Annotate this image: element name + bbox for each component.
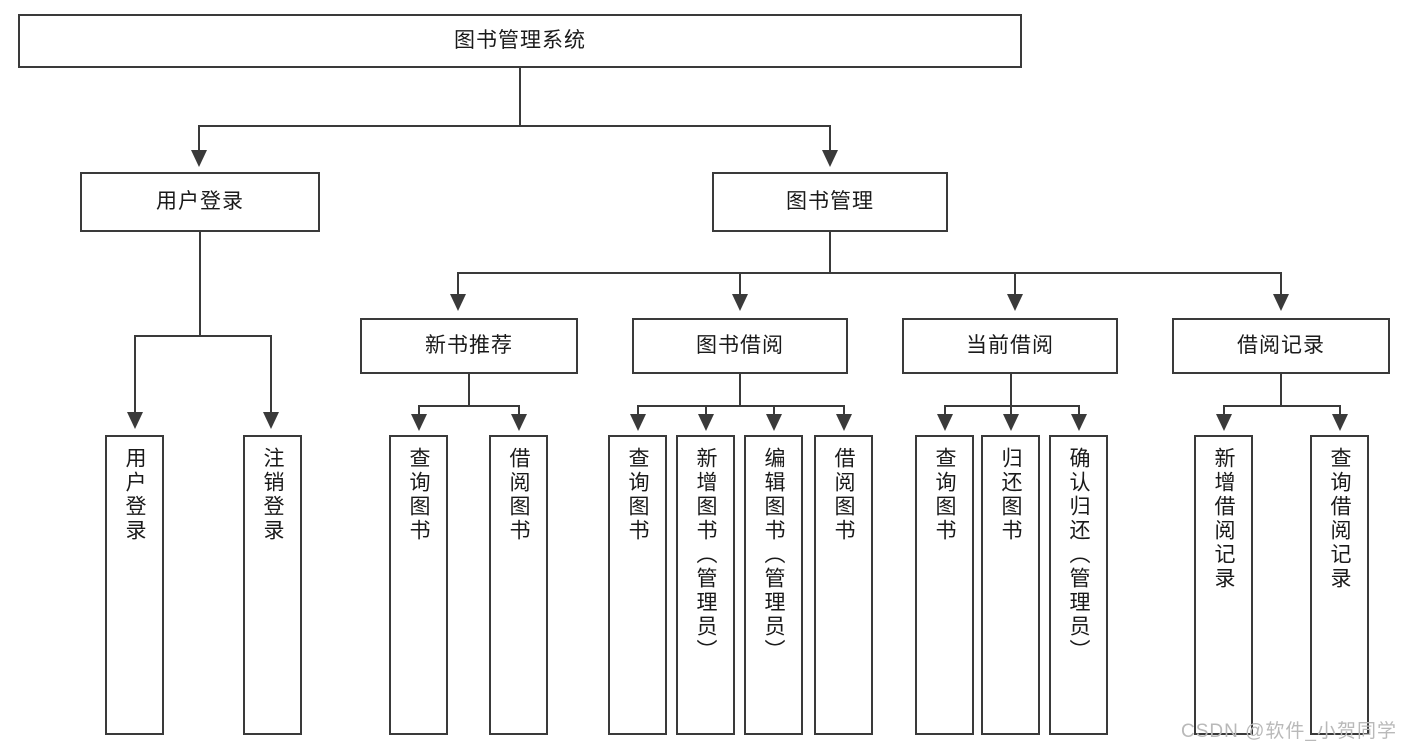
leaf-add-borrow-record[interactable]: 新增借阅记录 xyxy=(1194,435,1253,735)
arrow-to-user-login xyxy=(191,150,207,167)
node-label: 注销登录 xyxy=(261,447,284,543)
node-label: 归还图书 xyxy=(999,447,1022,543)
connector-new-book-drop-1 xyxy=(418,405,420,417)
connector-level3-drop-1 xyxy=(457,272,459,296)
connector-current-borrow-drop-1 xyxy=(944,405,946,417)
connector-borrow-record-bar xyxy=(1223,405,1341,407)
node-label: 新书推荐 xyxy=(425,333,513,357)
arrow-to-leaf-confirm-return xyxy=(1071,414,1087,431)
connector-new-book-bar xyxy=(418,405,520,407)
node-label: 当前借阅 xyxy=(966,333,1054,357)
node-label: 图书借阅 xyxy=(696,333,784,357)
arrow-to-book-borrow xyxy=(732,294,748,311)
connector-current-borrow-stem xyxy=(1010,374,1012,406)
connector-book-borrow-stem xyxy=(739,374,741,406)
node-new-book-recommend[interactable]: 新书推荐 xyxy=(360,318,578,374)
node-label: 用户登录 xyxy=(156,189,244,213)
connector-book-borrow-drop-3 xyxy=(773,405,775,417)
watermark: CSDN @软件_小贺同学 xyxy=(1181,721,1397,742)
connector-current-borrow-drop-3 xyxy=(1078,405,1080,417)
leaf-borrow-book[interactable]: 借阅图书 xyxy=(814,435,873,735)
arrow-to-leaf-add-borrow-record xyxy=(1216,414,1232,431)
connector-book-borrow-drop-4 xyxy=(843,405,845,417)
node-book-management[interactable]: 图书管理 xyxy=(712,172,948,232)
connector-level3-drop-4 xyxy=(1280,272,1282,296)
arrow-to-leaf-query-borrow-record xyxy=(1332,414,1348,431)
connector-user-login-drop-1 xyxy=(134,335,136,415)
connector-user-login-drop-2 xyxy=(270,335,272,415)
connector-current-borrow-drop-2 xyxy=(1010,405,1012,417)
connector-level2-drop-left xyxy=(198,125,200,150)
node-label: 借阅记录 xyxy=(1237,333,1325,357)
connector-user-login-stem xyxy=(199,232,201,336)
connector-book-borrow-drop-2 xyxy=(705,405,707,417)
leaf-add-book-admin[interactable]: 新增图书（管理员） xyxy=(676,435,735,735)
connector-current-borrow-bar xyxy=(944,405,1080,407)
arrow-to-current-borrow xyxy=(1007,294,1023,311)
leaf-user-login[interactable]: 用户登录 xyxy=(105,435,164,735)
node-borrow-record[interactable]: 借阅记录 xyxy=(1172,318,1390,374)
node-root-book-management-system[interactable]: 图书管理系统 xyxy=(18,14,1022,68)
arrow-to-leaf-borrow-book-2 xyxy=(836,414,852,431)
node-current-borrow[interactable]: 当前借阅 xyxy=(902,318,1118,374)
node-label: 图书管理系统 xyxy=(454,28,586,52)
node-label: 查询图书 xyxy=(626,447,649,543)
arrow-to-leaf-query-book-1 xyxy=(411,414,427,431)
arrow-to-leaf-edit-book xyxy=(766,414,782,431)
connector-borrow-record-drop-2 xyxy=(1339,405,1341,417)
node-label: 编辑图书（管理员） xyxy=(762,447,785,663)
node-user-login[interactable]: 用户登录 xyxy=(80,172,320,232)
arrow-to-borrow-record xyxy=(1273,294,1289,311)
connector-level2-drop-right xyxy=(829,125,831,150)
connector-level3-drop-3 xyxy=(1014,272,1016,296)
leaf-edit-book-admin[interactable]: 编辑图书（管理员） xyxy=(744,435,803,735)
arrow-to-book-management xyxy=(822,150,838,167)
connector-borrow-record-drop-1 xyxy=(1223,405,1225,417)
arrow-to-leaf-return-book xyxy=(1003,414,1019,431)
node-label: 用户登录 xyxy=(123,447,146,543)
arrow-to-new-book-recommend xyxy=(450,294,466,311)
leaf-query-book-borrow[interactable]: 查询图书 xyxy=(608,435,667,735)
connector-book-borrow-bar xyxy=(637,405,845,407)
connector-level3-drop-2 xyxy=(739,272,741,296)
leaf-return-book[interactable]: 归还图书 xyxy=(981,435,1040,735)
leaf-borrow-book-recommend[interactable]: 借阅图书 xyxy=(489,435,548,735)
connector-root-stem xyxy=(519,68,521,126)
node-book-borrow[interactable]: 图书借阅 xyxy=(632,318,848,374)
connector-level3-bar xyxy=(457,272,1282,274)
connector-user-login-bar xyxy=(134,335,272,337)
connector-book-management-stem xyxy=(829,232,831,274)
connector-new-book-stem xyxy=(468,374,470,406)
node-label: 查询图书 xyxy=(407,447,430,543)
connector-new-book-drop-2 xyxy=(518,405,520,417)
leaf-logout[interactable]: 注销登录 xyxy=(243,435,302,735)
node-label: 确认归还（管理员） xyxy=(1067,447,1090,663)
leaf-query-book-current[interactable]: 查询图书 xyxy=(915,435,974,735)
node-label: 借阅图书 xyxy=(507,447,530,543)
node-label: 借阅图书 xyxy=(832,447,855,543)
arrow-to-leaf-borrow-book-1 xyxy=(511,414,527,431)
arrow-to-leaf-logout xyxy=(263,412,279,429)
leaf-query-borrow-record[interactable]: 查询借阅记录 xyxy=(1310,435,1369,735)
leaf-query-book-recommend[interactable]: 查询图书 xyxy=(389,435,448,735)
node-label: 新增图书（管理员） xyxy=(694,447,717,663)
leaf-confirm-return-admin[interactable]: 确认归还（管理员） xyxy=(1049,435,1108,735)
node-label: 新增借阅记录 xyxy=(1212,447,1235,591)
connector-borrow-record-stem xyxy=(1280,374,1282,406)
node-label: 图书管理 xyxy=(786,189,874,213)
arrow-to-leaf-query-book-2 xyxy=(630,414,646,431)
node-label: 查询借阅记录 xyxy=(1328,447,1351,591)
node-label: 查询图书 xyxy=(933,447,956,543)
connector-book-borrow-drop-1 xyxy=(637,405,639,417)
connector-level2-bar xyxy=(198,125,831,127)
arrow-to-leaf-add-book xyxy=(698,414,714,431)
arrow-to-leaf-query-book-3 xyxy=(937,414,953,431)
arrow-to-leaf-user-login xyxy=(127,412,143,429)
